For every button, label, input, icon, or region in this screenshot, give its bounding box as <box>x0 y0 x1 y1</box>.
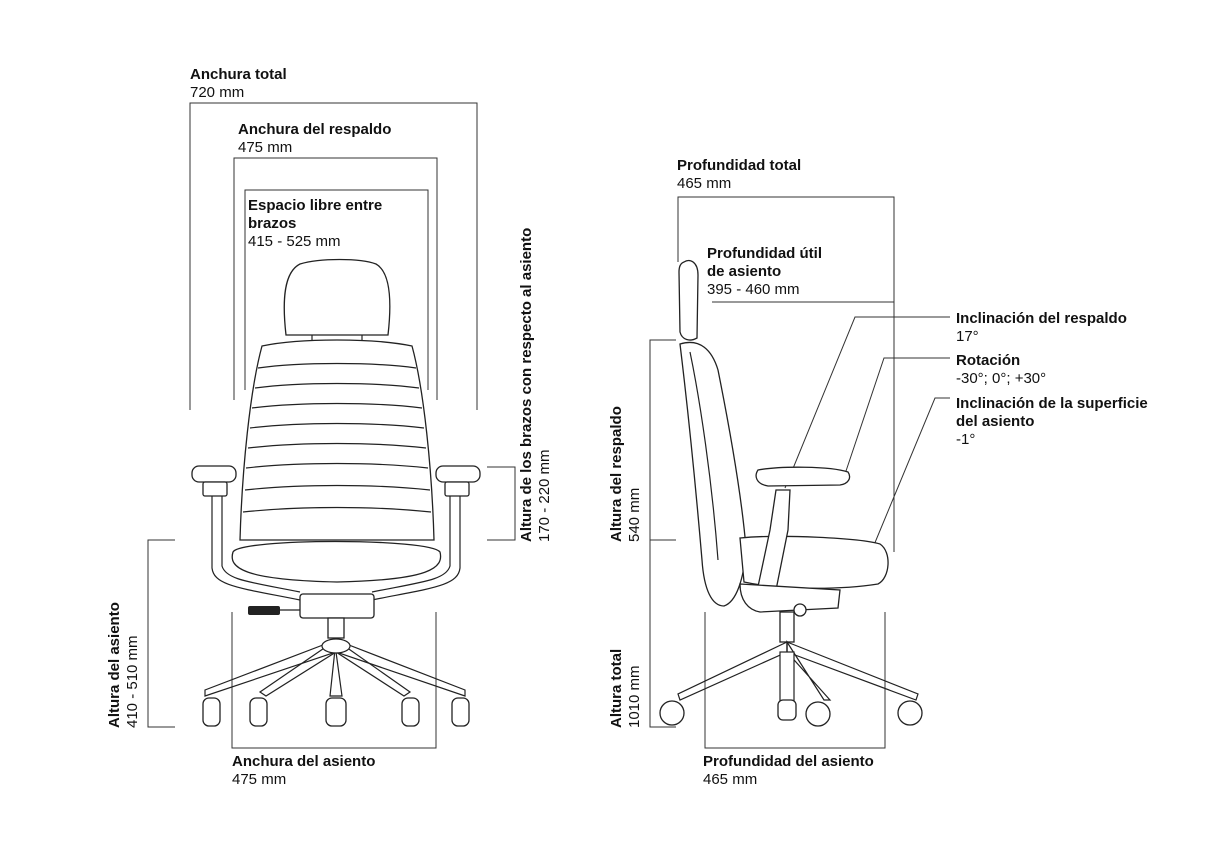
front-right-armrest <box>435 465 481 483</box>
backrest-height-label: Altura del respaldo 540 mm <box>608 406 644 542</box>
arm-height-title: Altura de los brazos con respecto al asi… <box>518 227 535 542</box>
seat-width-label: Anchura del asiento 475 mm <box>232 753 375 789</box>
seat-tilt-leader <box>873 397 950 546</box>
front-left-arm-frame <box>211 495 301 601</box>
rotation-leader <box>844 357 950 475</box>
overall-height-label: Altura total 1010 mm <box>608 649 644 728</box>
front-mechanism <box>299 593 375 619</box>
side-armrest <box>755 466 851 487</box>
backrest-width-label: Anchura del respaldo 475 mm <box>238 121 391 157</box>
front-chair <box>191 258 481 727</box>
seat-tilt-value: -1° <box>956 431 976 448</box>
backrest-slats <box>242 362 432 513</box>
arm-height-label: Altura de los brazos con respecto al asi… <box>518 228 554 542</box>
arm-clearance-value: 415 - 525 mm <box>248 233 341 250</box>
side-backrest <box>679 341 747 607</box>
overall-width-title: Anchura total <box>190 66 287 83</box>
overall-depth-bracket <box>677 196 895 552</box>
front-left-armrest <box>191 465 237 483</box>
backrest-recline-title: Inclinación del respaldo <box>956 310 1127 327</box>
seat-tilt-label: Inclinación de la superficie del asiento… <box>956 395 1148 449</box>
side-star-base <box>677 639 919 719</box>
front-casters <box>202 697 470 727</box>
seat-width-value: 475 mm <box>232 771 287 788</box>
overall-height-title: Altura total <box>608 648 625 728</box>
seat-depth-label: Profundidad del asiento 465 mm <box>703 753 874 789</box>
overall-width-label: Anchura total 720 mm <box>190 66 287 102</box>
overall-depth-title: Profundidad total <box>677 157 802 174</box>
overall-depth-value: 465 mm <box>677 175 732 192</box>
rotation-label: Rotación -30°; 0°; +30° <box>956 352 1046 388</box>
backrest-width-value: 475 mm <box>238 139 293 156</box>
backrest-width-title: Anchura del respaldo <box>238 121 392 138</box>
overall-height-value: 1010 mm <box>626 665 643 728</box>
side-mechanism <box>739 583 841 613</box>
seat-tilt-title-line2: del asiento <box>956 413 1035 430</box>
arm-height-bracket <box>487 466 516 541</box>
front-headrest <box>283 258 391 336</box>
rotation-value: -30°; 0°; +30° <box>956 370 1047 387</box>
side-dimension-lines <box>649 196 950 749</box>
rotation-title: Rotación <box>956 352 1021 369</box>
overall-depth-label: Profundidad total 465 mm <box>677 157 801 193</box>
front-gas-column <box>327 617 345 639</box>
arm-clearance-bracket <box>244 189 429 390</box>
backrest-recline-label: Inclinación del respaldo 17° <box>956 310 1127 346</box>
backrest-recline-value: 17° <box>956 328 979 345</box>
usable-seat-depth-label: Profundidad útil de asiento 395 - 460 mm <box>707 245 822 299</box>
overall-width-value: 720 mm <box>190 84 245 101</box>
seat-depth-title: Profundidad del asiento <box>703 753 874 770</box>
arm-clearance-label: Espacio libre entre brazos 415 - 525 mm <box>248 197 382 251</box>
side-casters <box>659 699 923 727</box>
backrest-width-bracket <box>233 157 438 400</box>
backrest-height-bracket <box>649 339 676 541</box>
side-headrest <box>678 259 699 341</box>
side-gas-column <box>779 611 795 643</box>
seat-height-bracket <box>147 539 175 728</box>
backrest-height-value: 540 mm <box>626 487 643 542</box>
backrest-height-title: Altura del respaldo <box>608 406 625 542</box>
arm-clearance-title-line2: brazos <box>248 215 297 232</box>
seat-depth-value: 465 mm <box>703 771 758 788</box>
usable-seat-depth-title-line1: Profundidad útil <box>707 245 822 262</box>
front-star-base <box>204 638 466 697</box>
arm-height-value: 170 - 220 mm <box>536 449 553 542</box>
front-right-arm-frame <box>371 495 461 601</box>
arm-clearance-title-line1: Espacio libre entre <box>248 197 383 214</box>
front-backrest <box>239 339 435 541</box>
seat-depth-bracket <box>704 612 886 749</box>
seat-height-label: Altura del asiento 410 - 510 mm <box>106 602 142 728</box>
front-seat <box>231 540 442 583</box>
usable-seat-depth-title-line2: de asiento <box>707 263 782 280</box>
side-chair <box>659 259 923 727</box>
seat-height-title: Altura del asiento <box>106 602 123 728</box>
seat-tilt-title-line1: Inclinación de la superficie <box>956 395 1148 412</box>
seat-height-value: 410 - 510 mm <box>124 635 141 728</box>
overall-width-bracket <box>189 102 478 410</box>
usable-seat-depth-value: 395 - 460 mm <box>707 281 800 298</box>
recline-leader <box>784 316 950 489</box>
seat-width-title: Anchura del asiento <box>232 753 376 770</box>
overall-height-bracket <box>649 540 676 728</box>
